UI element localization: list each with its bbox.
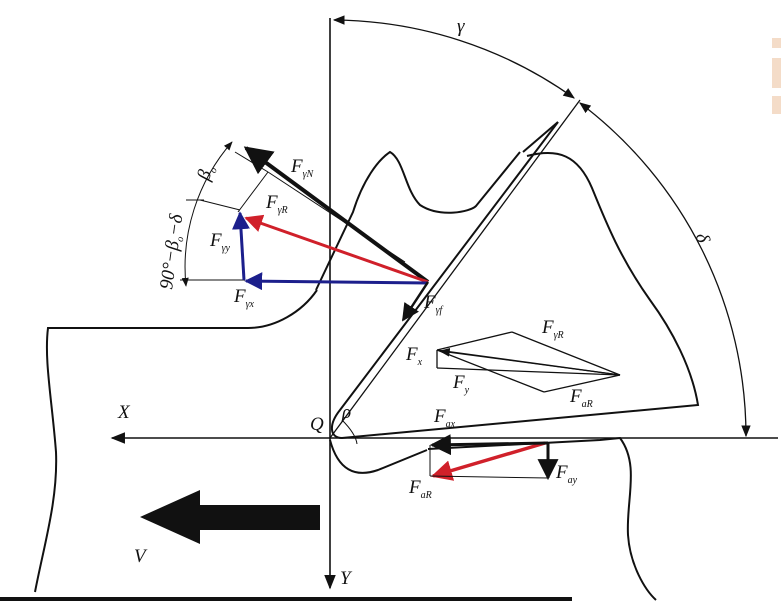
gamma-arc: [332, 15, 575, 99]
label-F-x: Fx: [405, 344, 423, 368]
label-F-aR-triangle: FaR: [569, 386, 593, 410]
tool-outline: [331, 121, 700, 440]
delta-label: δ: [691, 231, 714, 246]
label-F-gammaR-triangle: FγR: [541, 317, 564, 341]
chip-outline: [315, 150, 521, 291]
workpiece-outline: [34, 289, 318, 593]
watermark: [772, 38, 781, 114]
label-F-gammaR: FγR: [265, 192, 288, 216]
label-F-gammax: Fγx: [233, 286, 255, 310]
force-ax-arrow: [429, 434, 549, 456]
label-F-y: Fy: [452, 372, 470, 396]
flank-construction-2: [429, 475, 549, 479]
tri-arrow-x: [438, 348, 621, 376]
gamma-label: γ: [457, 16, 465, 37]
label-F-gammaN: FγN: [290, 156, 315, 180]
label-F-gammaf: Fγf: [423, 292, 444, 316]
beta0-label: βo: [193, 163, 220, 185]
y-axis-label: Y: [340, 568, 353, 589]
force-aR-arrow: [430, 441, 546, 481]
velocity-label: V: [134, 546, 148, 567]
workpiece-bottom-outline: [427, 436, 657, 601]
label-F-ax: Fax: [433, 406, 456, 430]
velocity-arrow: [140, 490, 320, 544]
rho-label: ρ: [341, 402, 351, 423]
force-gammax-arrow: [244, 272, 429, 291]
tool-rake-inner: [522, 121, 559, 153]
angle-expression-label: 90°−βo−δ: [156, 212, 189, 291]
force-gammaN-arrow: [243, 146, 430, 284]
label-F-aR: FaR: [408, 477, 432, 501]
rho-arc: [341, 419, 358, 445]
x-axis-label: X: [117, 402, 131, 423]
rake-face-extension: [329, 99, 581, 439]
delta-arc: [579, 102, 751, 438]
force-gammaf-arrow: [401, 281, 430, 322]
origin-label: Q: [310, 414, 324, 435]
label-F-ay: Fay: [555, 462, 578, 486]
force-gammay-arrow: [231, 211, 250, 281]
label-F-gammay: Fγy: [209, 230, 231, 254]
workpiece-chip-root: [329, 439, 428, 474]
force-gammaR-arrow: [244, 214, 429, 284]
